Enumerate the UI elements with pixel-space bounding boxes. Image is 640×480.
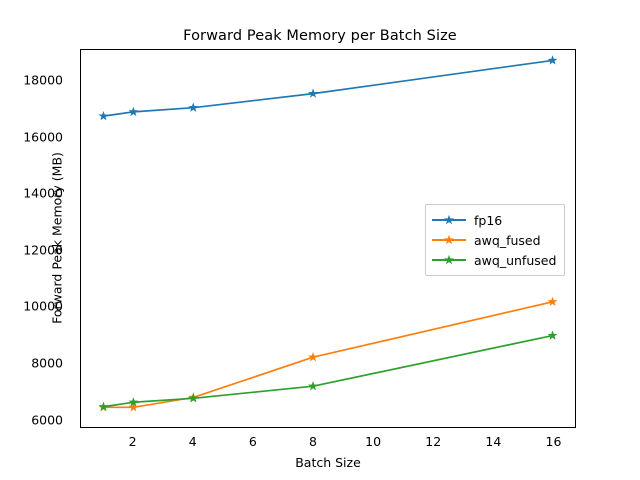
legend-label: awq_fused <box>474 232 541 248</box>
chart-title: Forward Peak Memory per Batch Size <box>183 28 457 44</box>
x-axis-label: Batch Size <box>295 455 361 470</box>
x-tick-label: 2 <box>128 434 137 449</box>
legend-star-marker-icon <box>444 214 454 225</box>
legend-label: fp16 <box>474 212 503 228</box>
y-tick-label: 6000 <box>31 412 63 427</box>
y-tick-label: 12000 <box>23 242 63 258</box>
y-axis-label: Forward Peak Memory (MB) <box>49 152 65 324</box>
data-point-marker <box>188 393 199 403</box>
x-axis-tick-labels: 2 4 6 8 10 12 14 16 <box>80 428 576 452</box>
y-tick-label: 14000 <box>23 185 63 201</box>
data-point-marker <box>98 110 109 121</box>
series-line-awq_fused <box>103 300 553 409</box>
data-point-marker <box>547 55 558 65</box>
data-point-marker <box>128 402 139 412</box>
data-point-marker <box>308 381 318 391</box>
y-tick-label: 16000 <box>23 129 63 145</box>
legend-star-marker-icon <box>444 234 454 245</box>
chart-legend[interactable]: fp16 awq_fused awq_unfused <box>425 204 566 276</box>
legend-star-marker-icon <box>444 254 454 265</box>
series-line-fp16 <box>103 59 553 117</box>
x-tick-label: 8 <box>308 434 317 449</box>
x-tick-label: 10 <box>365 434 382 449</box>
y-tick-label: 10000 <box>23 298 63 314</box>
legend-label: awq_unfused <box>474 252 557 268</box>
data-point-marker <box>98 401 109 411</box>
legend-swatch-icon <box>432 213 466 227</box>
x-tick-label: 4 <box>188 434 197 449</box>
legend-item-awq_unfused[interactable]: awq_unfused <box>432 250 556 270</box>
data-point-marker <box>128 397 139 407</box>
legend-item-fp16[interactable]: fp16 <box>432 210 556 230</box>
series-line-awq_unfused <box>103 334 553 408</box>
data-point-marker <box>547 296 558 306</box>
legend-swatch-icon <box>432 253 466 267</box>
x-tick-label: 16 <box>545 434 562 449</box>
data-point-marker <box>128 106 139 117</box>
x-tick-label: 12 <box>425 434 442 449</box>
data-point-marker <box>547 330 558 340</box>
y-axis-tick-labels: 6000 8000 10000 12000 14000 16000 18000 <box>0 49 72 428</box>
x-tick-label: 14 <box>485 434 502 449</box>
data-point-marker <box>308 352 318 362</box>
y-tick-label: 18000 <box>23 72 63 88</box>
plot-svg <box>98 55 558 412</box>
y-tick-label: 8000 <box>31 355 63 371</box>
data-point-marker <box>308 88 318 98</box>
legend-item-awq_fused[interactable]: awq_fused <box>432 230 556 250</box>
x-tick-label: 6 <box>248 434 257 449</box>
legend-swatch-icon <box>432 233 466 247</box>
data-point-marker <box>188 102 199 112</box>
